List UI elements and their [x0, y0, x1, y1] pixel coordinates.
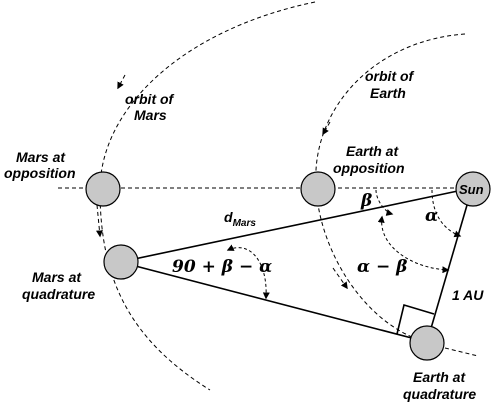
mars-opposition-label-1: Mars at	[16, 149, 66, 165]
angle-90-label: 90 + β − α	[172, 257, 272, 277]
beta-label: β	[360, 191, 372, 211]
right-angle-mark	[396, 303, 435, 335]
mars-orbit	[99, 1, 316, 391]
mars-earth-line	[119, 261, 428, 343]
au-label: 1 AU	[452, 287, 484, 303]
mars-opposition-planet	[85, 171, 121, 207]
sun-label: Sun	[459, 182, 484, 197]
sun-body	[455, 171, 491, 207]
earth-orbit	[315, 33, 466, 341]
earth-opposition-label-1: Earth at	[346, 143, 399, 159]
earth-orbit-arrow-mid	[332, 267, 348, 290]
au-line	[426, 187, 473, 343]
d-mars-main: d	[224, 209, 233, 225]
d-mars-label: dMars	[224, 209, 256, 229]
angle-90-arc	[226, 244, 270, 300]
orbit-earth-label-2: Earth	[370, 85, 406, 101]
mars-quadrature-label-2: quadrature	[22, 286, 95, 302]
mars-quadrature-label-1: Mars at	[32, 269, 82, 285]
mars-opposition-label-2: opposition	[4, 165, 76, 181]
alpha-minus-beta-label: α − β	[357, 257, 407, 277]
orbit-earth-label-1: orbit of	[365, 68, 415, 84]
d-mars-subscript: Mars	[233, 218, 257, 229]
mars-quadrature-planet	[103, 244, 139, 280]
alpha-label: α	[425, 206, 438, 226]
earth-orbit-tail	[444, 347, 479, 357]
earth-orbit-arrow-top	[322, 121, 331, 136]
mars-orbit-arrow-top	[117, 74, 126, 90]
earth-opposition-planet	[300, 171, 336, 207]
earth-quadrature-planet	[409, 325, 445, 361]
beta-arc	[375, 189, 394, 216]
mars-orbit-arrow-mid	[95, 204, 103, 238]
d-mars-line	[119, 187, 473, 263]
earth-quadrature-label-2: quadrature	[403, 386, 476, 402]
earth-opposition-label-2: opposition	[333, 160, 405, 176]
earth-quadrature-label-1: Earth at	[413, 369, 466, 385]
orbit-mars-label-1: orbit of	[125, 91, 175, 107]
orbit-mars-label-2: Mars	[134, 107, 167, 123]
